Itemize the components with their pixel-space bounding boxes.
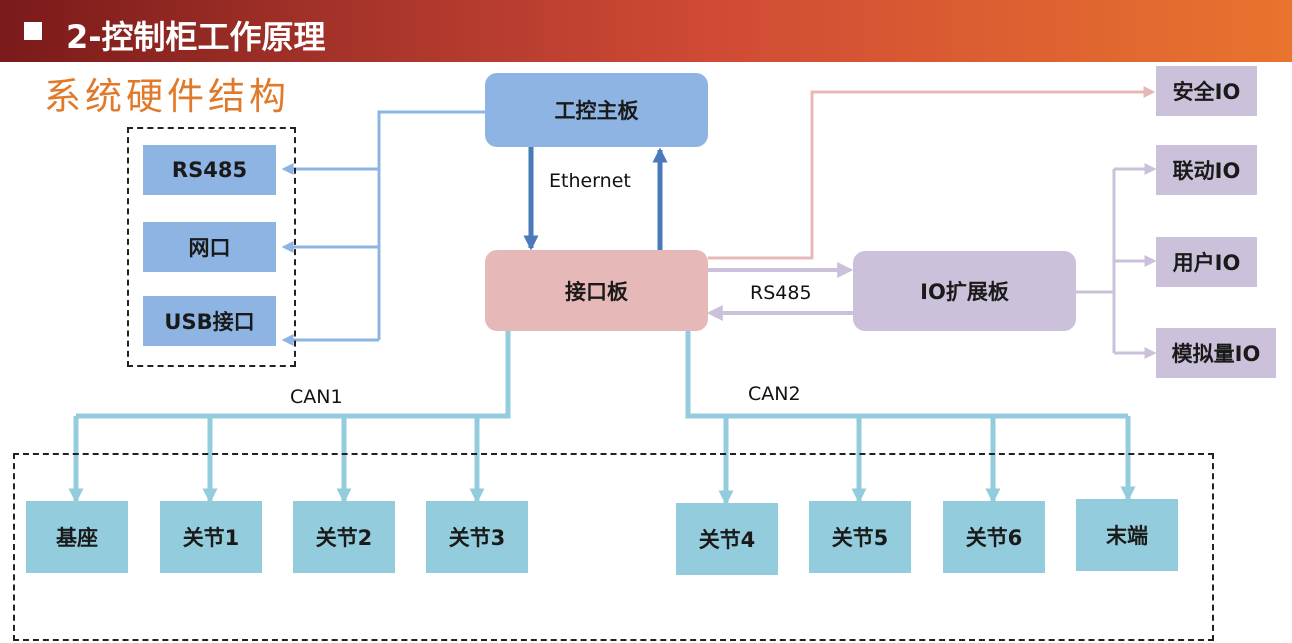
joint1-node: 关节1: [160, 501, 262, 573]
joint6-node: 关节6: [943, 501, 1045, 573]
can2-bus-line: [685, 331, 1128, 419]
port-lines: [281, 110, 485, 346]
ethernet-arrows: [523, 147, 668, 251]
joint3-node: 关节3: [426, 501, 528, 573]
user-io-node: 用户IO: [1156, 237, 1257, 287]
base-node: 基座: [26, 501, 128, 573]
can2-label: CAN2: [748, 383, 801, 405]
can2-lines: [685, 331, 1136, 506]
usb-port-node: USB接口: [143, 296, 276, 346]
safety-io-line: [708, 86, 1156, 260]
can1-lines: [68, 331, 511, 504]
joint5-node: 关节5: [809, 501, 911, 573]
port-group-frame: [127, 127, 296, 367]
joint2-node: 关节2: [293, 501, 395, 573]
header-bar: 2-控制柜工作原理: [0, 0, 1292, 62]
net-port-node: 网口: [143, 222, 276, 272]
safety-io-node: 安全IO: [1156, 66, 1257, 116]
diagram-subtitle: 系统硬件结构: [44, 75, 290, 118]
bullet-square-icon: [24, 22, 42, 40]
io-branch-lines: [1076, 163, 1157, 359]
rs485-port-node: RS485: [143, 145, 276, 195]
io-expansion-board-node: IO扩展板: [853, 251, 1076, 331]
joint-group-frame: [13, 453, 1214, 641]
can1-label: CAN1: [290, 386, 343, 408]
main-board-to-bus-line: [377, 110, 485, 340]
rs485-link-label: RS485: [750, 282, 812, 304]
joint4-node: 关节4: [676, 503, 778, 575]
main-board-node: 工控主板: [485, 73, 708, 147]
page-title: 2-控制柜工作原理: [66, 18, 326, 56]
linkage-io-node: 联动IO: [1156, 145, 1257, 195]
ethernet-label: Ethernet: [549, 170, 631, 192]
analog-io-node: 模拟量IO: [1156, 328, 1276, 378]
can1-bus-line: [76, 331, 511, 419]
end-effector-node: 末端: [1076, 499, 1178, 571]
rs485-link-arrows: [706, 262, 854, 321]
interface-board-node: 接口板: [485, 250, 708, 331]
